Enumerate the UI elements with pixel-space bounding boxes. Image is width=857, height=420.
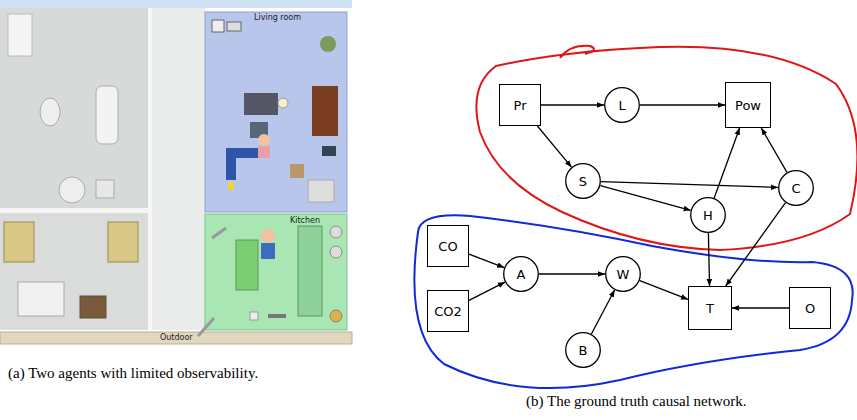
hidden-variable-circle: B — [565, 332, 601, 368]
variable-label: B — [579, 343, 588, 358]
variable-label: L — [618, 98, 625, 113]
observed-variable-box: Pow — [725, 82, 771, 128]
co2-sensor — [330, 226, 342, 238]
kitchen-unit — [298, 226, 322, 316]
causal-arrow — [600, 186, 690, 211]
subfigure-caption: (b) The ground truth causal network. — [526, 392, 846, 410]
kitchen — [205, 214, 347, 330]
wall — [0, 208, 150, 213]
outdoor-bar — [0, 332, 352, 344]
switch — [268, 314, 286, 318]
causal-arrow — [539, 273, 605, 274]
sink — [40, 98, 60, 126]
outlet — [250, 312, 258, 320]
wall — [148, 8, 152, 330]
variable-label: Pr — [514, 98, 527, 113]
variable-label: O — [805, 301, 815, 316]
sensor-icon — [212, 20, 224, 32]
stool — [96, 180, 114, 198]
observed-variable-box: T — [688, 286, 732, 330]
causal-arrow — [537, 126, 571, 167]
bedroom — [0, 212, 150, 330]
hidden-variable-circle: L — [604, 87, 640, 123]
chair — [80, 296, 106, 318]
bed — [108, 222, 138, 262]
person — [258, 146, 270, 158]
left-rooms — [0, 8, 205, 330]
person — [261, 243, 275, 259]
variable-label: S — [579, 174, 587, 189]
causal-arrow — [726, 203, 786, 286]
bathtub — [96, 86, 118, 144]
sensor-icon — [227, 22, 241, 31]
causal-arrow — [640, 104, 725, 105]
co-sensor — [330, 246, 342, 258]
room-label: Living room — [254, 13, 301, 22]
causal-arrow — [708, 233, 709, 286]
laptop — [322, 146, 336, 156]
causal-arrow — [469, 254, 504, 267]
causal-arrow — [541, 104, 604, 105]
variable-label: T — [706, 301, 714, 316]
hidden-variable-circle: H — [690, 197, 726, 233]
hidden-variable-circle: S — [565, 163, 601, 199]
variable-label: C — [791, 181, 800, 196]
agent-region-outline — [476, 47, 857, 250]
causal-arrow — [591, 290, 614, 334]
window — [212, 228, 226, 238]
tv — [244, 93, 278, 115]
agent-region-outline — [414, 215, 852, 388]
hidden-variable-circle: W — [605, 256, 641, 292]
causal-arrow — [761, 128, 787, 172]
desk — [18, 282, 64, 316]
sofa — [226, 148, 260, 180]
wall-top — [0, 0, 352, 8]
bed — [4, 222, 34, 262]
variable-label: CO2 — [434, 304, 462, 319]
variable-label: H — [703, 208, 713, 223]
living-room — [205, 12, 347, 212]
variable-label: W — [617, 267, 630, 282]
counter — [236, 240, 258, 290]
speaker — [330, 310, 342, 322]
cabinet — [312, 86, 338, 136]
observed-variable-box: O — [789, 287, 831, 329]
causal-arrow — [714, 128, 739, 198]
variable-label: CO — [438, 239, 457, 254]
causal-arrow — [601, 182, 778, 188]
room-label: Kitchen — [290, 216, 320, 225]
observed-variable-box: CO — [427, 225, 469, 267]
causal-arrow — [732, 307, 789, 308]
plant — [320, 36, 336, 52]
causal-arrow — [640, 281, 688, 300]
observed-variable-box: Pr — [499, 84, 541, 126]
cabinet — [8, 14, 32, 56]
room-label: Outdoor — [160, 333, 193, 342]
outline-stroke — [560, 46, 594, 58]
armchair — [308, 180, 334, 202]
person — [258, 134, 270, 146]
variable-label: Pow — [735, 98, 761, 113]
outdoor-sensor — [198, 318, 214, 336]
subfigure-caption: (a) Two agents with limited observabilit… — [8, 364, 280, 382]
table — [290, 164, 304, 178]
observed-variable-box: CO2 — [427, 290, 469, 332]
hidden-variable-circle: A — [503, 256, 539, 292]
lamp — [278, 98, 288, 108]
person — [261, 229, 275, 243]
hidden-variable-circle: C — [778, 170, 814, 206]
bathroom — [0, 8, 150, 208]
causal-arrow — [469, 282, 505, 300]
corridor — [150, 8, 205, 330]
variable-label: A — [517, 267, 526, 282]
agent-icon — [228, 182, 234, 190]
toilet — [59, 177, 85, 203]
